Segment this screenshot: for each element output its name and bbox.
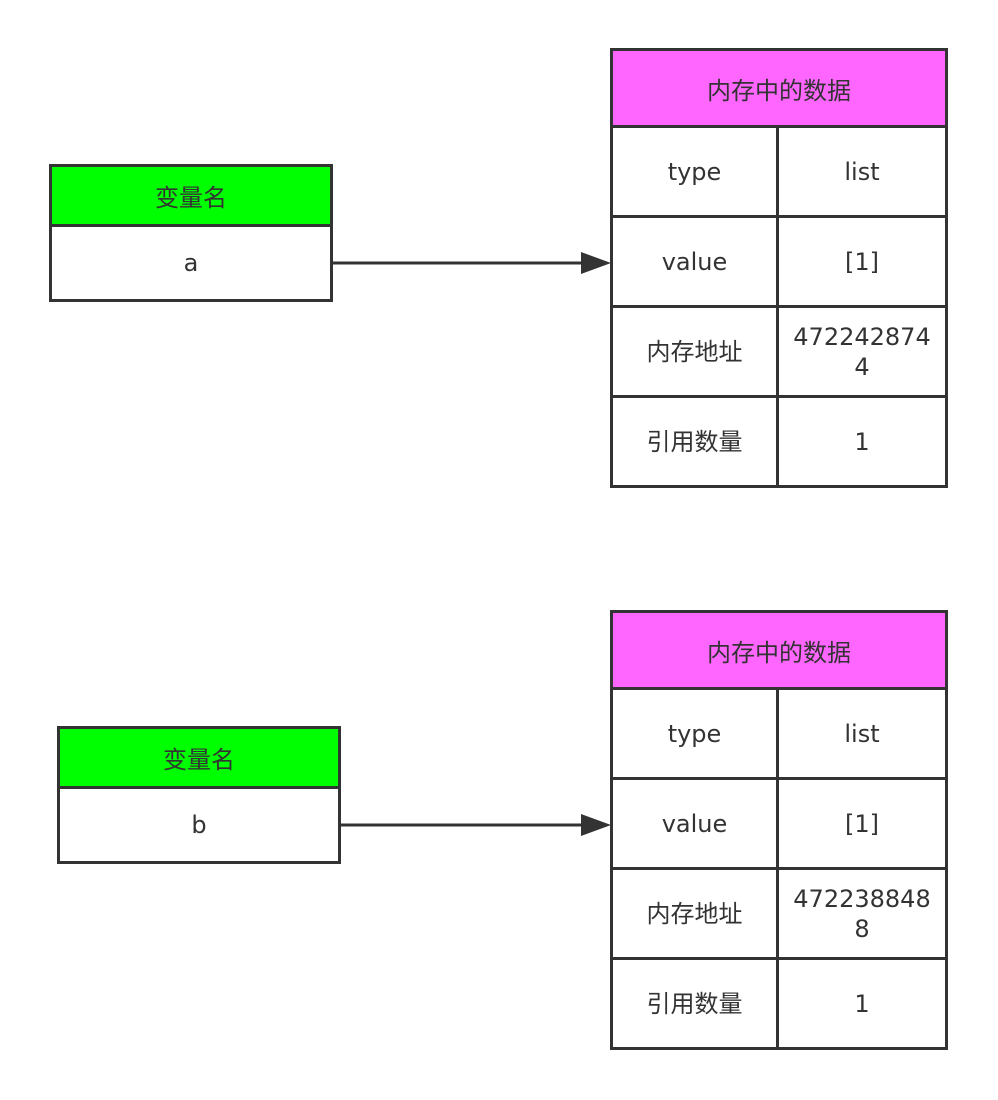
memory-table-b: 内存中的数据 type list value [1] 内存地址 47223884… [610,610,948,1050]
memory-row-type: type list [613,690,945,780]
memory-row-key: type [613,690,779,777]
variable-name: a [183,249,199,277]
variable-box-header: 变量名 [60,729,338,789]
memory-row-key: 引用数量 [613,398,779,485]
memory-row-refcount: 引用数量 1 [613,398,945,485]
variable-box-b: 变量名 b [57,726,341,864]
memory-row-value: 1 [854,989,870,1018]
arrow-head-icon [581,252,611,274]
memory-row-value: value [1] [613,218,945,308]
memory-row-refcount: 引用数量 1 [613,960,945,1047]
memory-row-value: list [844,719,880,748]
arrow-a-to-memory [333,252,611,274]
memory-row-key: value [613,218,779,305]
variable-name: b [191,811,207,839]
variable-box-header: 变量名 [52,167,330,227]
memory-table-header: 内存中的数据 [613,51,945,128]
memory-row-address: 内存地址 4722388488 [613,870,945,960]
memory-row-key: 内存地址 [613,870,779,957]
memory-row-value: 1 [854,427,870,456]
variable-box-a: 变量名 a [49,164,333,302]
memory-row-value: list [844,157,880,186]
memory-row-value: 4722428744 [793,322,931,381]
memory-row-key: 内存地址 [613,308,779,395]
memory-row-value: 4722388488 [793,884,931,943]
memory-row-type: type list [613,128,945,218]
arrow-head-icon [581,814,611,836]
memory-row-key: type [613,128,779,215]
memory-row-key: value [613,780,779,867]
memory-row-value: [1] [845,247,879,276]
memory-row-value: [1] [845,809,879,838]
memory-table-header: 内存中的数据 [613,613,945,690]
memory-table-a: 内存中的数据 type list value [1] 内存地址 47224287… [610,48,948,488]
arrow-b-to-memory [341,814,611,836]
memory-row-value: value [1] [613,780,945,870]
memory-row-key: 引用数量 [613,960,779,1047]
memory-row-address: 内存地址 4722428744 [613,308,945,398]
